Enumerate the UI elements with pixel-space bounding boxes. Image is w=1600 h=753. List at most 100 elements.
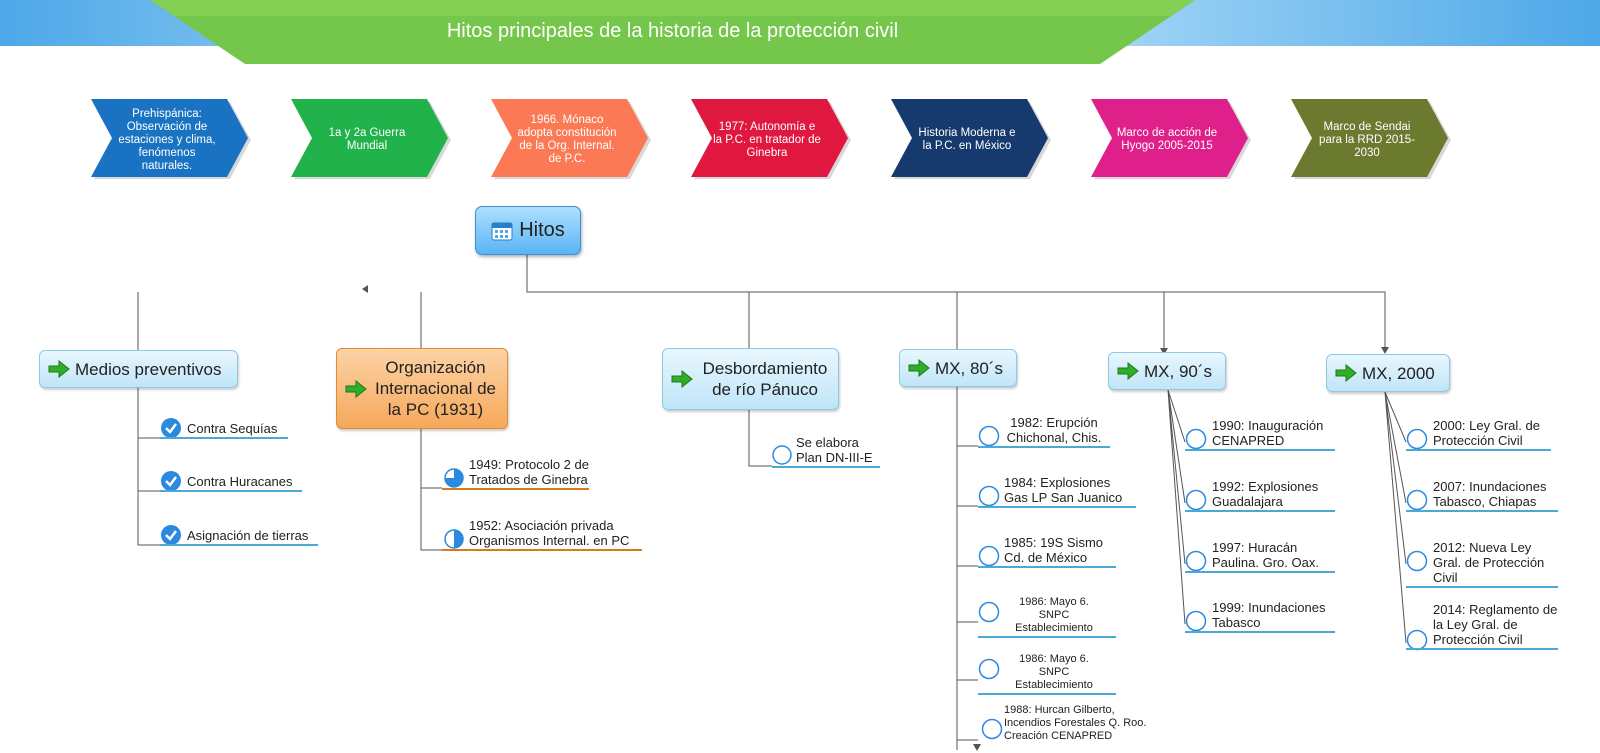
leaf-asignacion-tierras[interactable]: Asignación de tierras bbox=[160, 525, 318, 546]
topic-label: Desbordamiento de río Pánuco bbox=[702, 359, 828, 399]
green-arrow-icon bbox=[48, 360, 70, 378]
leaf-2000-ley[interactable]: 2000: Ley Gral. de Protección Civil bbox=[1406, 418, 1551, 451]
leaf-1992-explosiones[interactable]: 1992: Explosiones Guadalajara bbox=[1185, 479, 1335, 512]
chevron-prehispanica[interactable]: Prehispánica: Observación de estaciones … bbox=[91, 99, 254, 181]
leaf-2012-nueva-ley[interactable]: 2012: Nueva Ley Gral. de Protección Civi… bbox=[1406, 540, 1558, 588]
empty-circle-icon bbox=[981, 718, 1003, 740]
chevron-shape bbox=[291, 99, 448, 177]
empty-circle-icon bbox=[978, 658, 1000, 680]
empty-circle-icon bbox=[1185, 489, 1207, 511]
green-arrow-icon bbox=[1117, 362, 1139, 380]
chevron-label: 1966. Mónaco adopta constitución de la O… bbox=[517, 114, 617, 165]
leaf-2014-reglamento[interactable]: 2014: Reglamento de la Ley Gral. de Prot… bbox=[1406, 602, 1558, 651]
leaf-1999-inundaciones[interactable]: 1999: Inundaciones Tabasco bbox=[1185, 600, 1335, 633]
chevron-shape bbox=[691, 99, 848, 177]
leaf-label: 1992: Explosiones Guadalajara bbox=[1212, 479, 1319, 509]
calendar-icon bbox=[491, 222, 513, 240]
leaf-label: 1988: Hurcan Gilberto, Incendios Foresta… bbox=[1004, 704, 1147, 742]
leaf-label: Contra Sequías bbox=[187, 421, 278, 436]
root-node-hitos[interactable]: Hitos bbox=[475, 206, 581, 255]
green-arrow-icon bbox=[345, 379, 367, 398]
root-label: Hitos bbox=[519, 219, 565, 241]
leaf-label: 1982: Erupción Chichonal, Chis. bbox=[1006, 415, 1102, 445]
chevron-guerra-mundial[interactable]: 1a y 2a Guerra Mundial bbox=[291, 99, 454, 181]
leaf-2007-inundaciones[interactable]: 2007: Inundaciones Tabasco, Chiapas bbox=[1406, 479, 1558, 512]
leaf-1982-erupcion[interactable]: 1982: Erupción Chichonal, Chis. bbox=[978, 415, 1110, 448]
title-banner: Hitos principales de la historia de la p… bbox=[150, 0, 1195, 64]
topic-label: Organización Internacional de la PC (193… bbox=[375, 358, 496, 419]
topic-mx-90s[interactable]: MX, 90´s bbox=[1108, 352, 1226, 390]
green-arrow-icon bbox=[908, 359, 930, 377]
checkmark-icon bbox=[161, 418, 181, 438]
leaf-label: 1999: Inundaciones Tabasco bbox=[1212, 600, 1326, 630]
chevron-hyogo[interactable]: Marco de acción de Hyogo 2005-2015 bbox=[1091, 99, 1254, 181]
leaf-1997-paulina[interactable]: 1997: Huracán Paulina. Gro. Oax. bbox=[1185, 540, 1335, 573]
leaf-label: 1990: Inauguración CENAPRED bbox=[1212, 418, 1324, 448]
empty-circle-icon bbox=[978, 601, 1000, 623]
empty-circle-icon bbox=[1406, 550, 1428, 572]
topic-desbordamiento[interactable]: Desbordamiento de río Pánuco bbox=[662, 348, 839, 410]
empty-circle-icon bbox=[1185, 428, 1207, 450]
checkmark-icon bbox=[161, 525, 181, 545]
leaf-asociacion-privada[interactable]: 1952: Asociación privada Organismos Inte… bbox=[442, 518, 642, 551]
leaf-label: Asignación de tierras bbox=[187, 528, 309, 543]
topic-label: MX, 2000 bbox=[1362, 363, 1435, 383]
leaf-label: Se elabora Plan DN-III-E bbox=[796, 435, 873, 465]
chevron-autonomia[interactable]: 1977: Autonomía e la P.C. en tratador de… bbox=[691, 99, 854, 181]
leaf-protocolo-ginebra[interactable]: 1949: Protocolo 2 de Tratados de Ginebra bbox=[442, 457, 589, 490]
checkmark-icon bbox=[161, 471, 181, 491]
topic-label: MX, 80´s bbox=[935, 358, 1004, 378]
empty-circle-icon bbox=[1185, 550, 1207, 572]
chevron-shape bbox=[1091, 99, 1248, 177]
chevron-monaco[interactable]: 1966. Mónaco adopta constitución de la O… bbox=[491, 99, 654, 181]
empty-circle-icon bbox=[978, 425, 1000, 447]
leaf-1984-explosiones[interactable]: 1984: Explosiones Gas LP San Juanico bbox=[978, 475, 1136, 508]
empty-circle-icon bbox=[1185, 610, 1207, 632]
leaf-label: 1986: Mayo 6. SNPC Establecimiento bbox=[1015, 596, 1093, 634]
leaf-1986-snpc-a[interactable]: 1986: Mayo 6. SNPC Establecimiento bbox=[978, 596, 1116, 638]
leaf-label: 2007: Inundaciones Tabasco, Chiapas bbox=[1433, 479, 1547, 509]
leaf-label: 1984: Explosiones Gas LP San Juanico bbox=[1004, 475, 1123, 505]
chevron-label: Marco de Sendai para la RRD 2015-2030 bbox=[1319, 120, 1415, 159]
progress-three-quarter-icon bbox=[444, 468, 464, 488]
progress-half-icon bbox=[444, 529, 464, 549]
chevron-historia-moderna[interactable]: Historia Moderna e la P.C. en México bbox=[891, 99, 1054, 181]
leaf-label: 2012: Nueva Ley Gral. de Protección Civi… bbox=[1433, 540, 1545, 585]
leaf-1985-sismo[interactable]: 1985: 19S Sismo Cd. de México bbox=[978, 535, 1116, 568]
chevron-shape bbox=[891, 99, 1048, 177]
leaf-contra-sequias[interactable]: Contra Sequías bbox=[160, 418, 288, 439]
leaf-label: 2000: Ley Gral. de Protección Civil bbox=[1433, 418, 1540, 448]
topic-medios-preventivos[interactable]: Medios preventivos bbox=[39, 350, 238, 388]
chevron-label: 1a y 2a Guerra Mundial bbox=[328, 127, 406, 152]
chevron-sendai[interactable]: Marco de Sendai para la RRD 2015-2030 bbox=[1291, 99, 1454, 181]
leaf-label: 1986: Mayo 6. SNPC Establecimiento bbox=[1015, 653, 1093, 691]
leaf-label: 2014: Reglamento de la Ley Gral. de Prot… bbox=[1433, 602, 1558, 647]
leaf-label: 1952: Asociación privada Organismos Inte… bbox=[469, 518, 630, 548]
leaf-label: Contra Huracanes bbox=[187, 474, 293, 489]
topic-organizacion-internacional[interactable]: Organización Internacional de la PC (193… bbox=[336, 348, 508, 429]
page-title: Hitos principales de la historia de la p… bbox=[446, 20, 899, 42]
empty-circle-icon bbox=[978, 545, 1000, 567]
chevron-shape bbox=[1291, 99, 1448, 177]
green-arrow-icon bbox=[671, 370, 693, 388]
green-arrow-icon bbox=[1335, 364, 1357, 382]
topic-mx-80s[interactable]: MX, 80´s bbox=[899, 349, 1017, 387]
chevron-label: Prehispánica: Observación de estaciones … bbox=[118, 107, 216, 172]
leaf-plan-dn-iii-e[interactable]: Se elabora Plan DN-III-E bbox=[772, 435, 880, 468]
leaf-contra-huracanes[interactable]: Contra Huracanes bbox=[160, 471, 302, 492]
empty-circle-icon bbox=[772, 445, 792, 465]
chevron-label: Marco de acción de Hyogo 2005-2015 bbox=[1116, 127, 1218, 152]
empty-circle-icon bbox=[978, 485, 1000, 507]
chevron-label: Historia Moderna e la P.C. en México bbox=[918, 127, 1016, 152]
topic-label: Medios preventivos bbox=[75, 359, 222, 379]
leaf-1988-gilberto[interactable]: 1988: Hurcan Gilberto, Incendios Foresta… bbox=[978, 704, 1153, 743]
topic-mx-2000[interactable]: MX, 2000 bbox=[1326, 354, 1450, 392]
topic-label: MX, 90´s bbox=[1144, 361, 1213, 381]
leaf-label: 1997: Huracán Paulina. Gro. Oax. bbox=[1212, 540, 1319, 570]
leaf-1990-cenapred[interactable]: 1990: Inauguración CENAPRED bbox=[1185, 418, 1335, 451]
leaf-1986-snpc-b[interactable]: 1986: Mayo 6. SNPC Establecimiento bbox=[978, 653, 1116, 695]
leaf-label: 1985: 19S Sismo Cd. de México bbox=[1004, 535, 1104, 565]
chevron-label: 1977: Autonomía e la P.C. en tratador de… bbox=[713, 120, 821, 159]
leaf-label: 1949: Protocolo 2 de Tratados de Ginebra bbox=[469, 457, 589, 487]
